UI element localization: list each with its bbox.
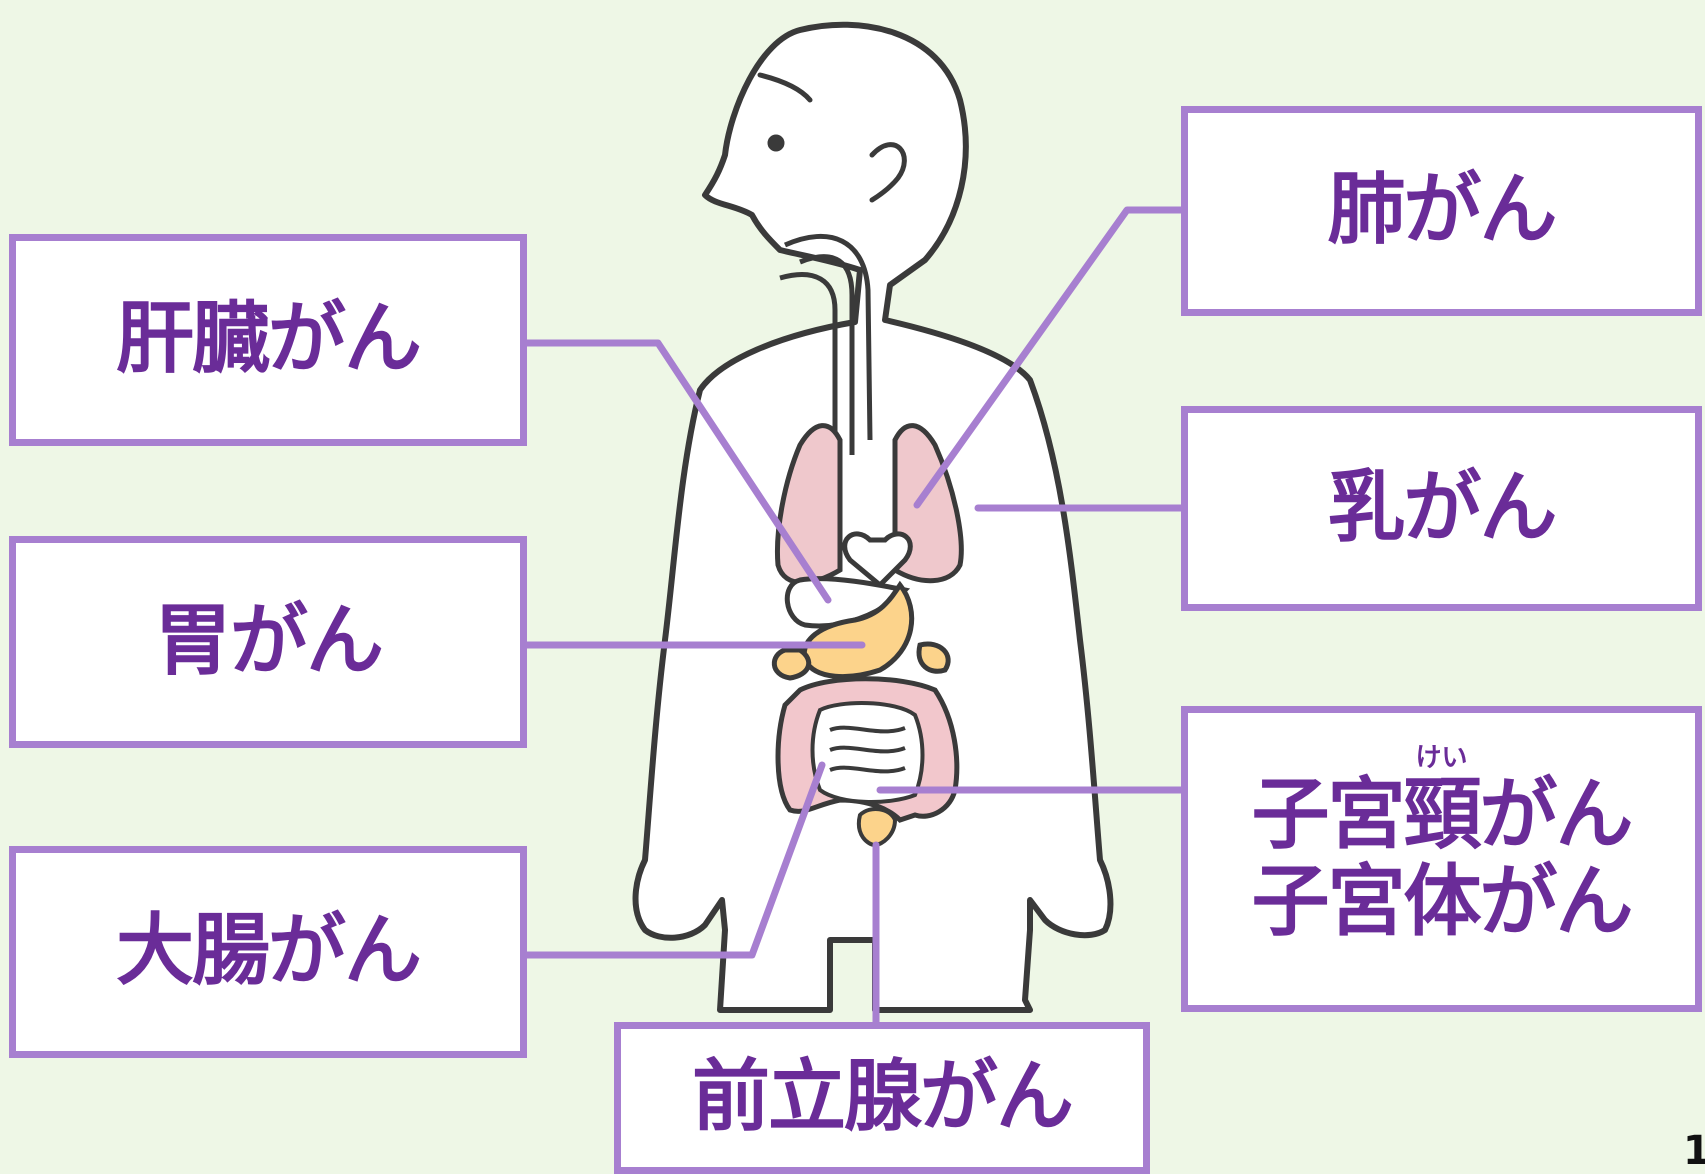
cervical-suffix-text: がん — [1479, 769, 1634, 860]
face-features — [757, 72, 907, 203]
connector-lines — [521, 206, 1186, 1032]
heart — [842, 531, 913, 589]
cervical-prefix-text: 子宮 — [1251, 769, 1405, 860]
cervical-kanji-with-ruby: けい頸 — [1403, 743, 1481, 860]
breast-cancer-text: 乳がん — [1327, 462, 1557, 553]
liver-cancer-label: 肝臓がん — [9, 234, 527, 446]
breast-cancer-label: 乳がん — [1181, 406, 1702, 611]
small-intestine — [810, 701, 925, 804]
human-body-outline — [632, 21, 1114, 1013]
cervical-ruby-text: けい — [1415, 742, 1468, 773]
lung-connector — [913, 206, 1186, 509]
stomach-cancer-label: 胃がん — [9, 536, 527, 748]
uterine-body-cancer-line: 子宮体がん — [1251, 857, 1633, 947]
prostate-cancer-text: 前立腺がん — [691, 1052, 1074, 1143]
colon-connector — [521, 761, 826, 959]
liver-cancer-text: 肝臓がん — [115, 294, 422, 385]
cervical-cancer-line: 子宮けい頸がん — [1251, 743, 1634, 860]
pelvic-organ — [856, 807, 898, 848]
stomach — [771, 580, 951, 681]
prostate-cancer-label: 前立腺がん — [614, 1022, 1150, 1174]
uterine-cancer-label: 子宮けい頸がん 子宮体がん — [1181, 706, 1702, 1012]
cervical-kanji-text: 頸 — [1403, 769, 1481, 860]
page-number: 1 — [1683, 1128, 1705, 1174]
esophagus — [779, 234, 873, 455]
uterine-body-cancer-text: 子宮体がん — [1251, 857, 1633, 947]
colon-cancer-label: 大腸がん — [9, 846, 527, 1058]
liver-connector — [521, 339, 832, 604]
lung-cancer-text: 肺がん — [1327, 165, 1557, 256]
colon-cancer-text: 大腸がん — [115, 906, 422, 997]
stomach-cancer-text: 胃がん — [153, 596, 384, 687]
lung-cancer-label: 肺がん — [1181, 106, 1702, 316]
